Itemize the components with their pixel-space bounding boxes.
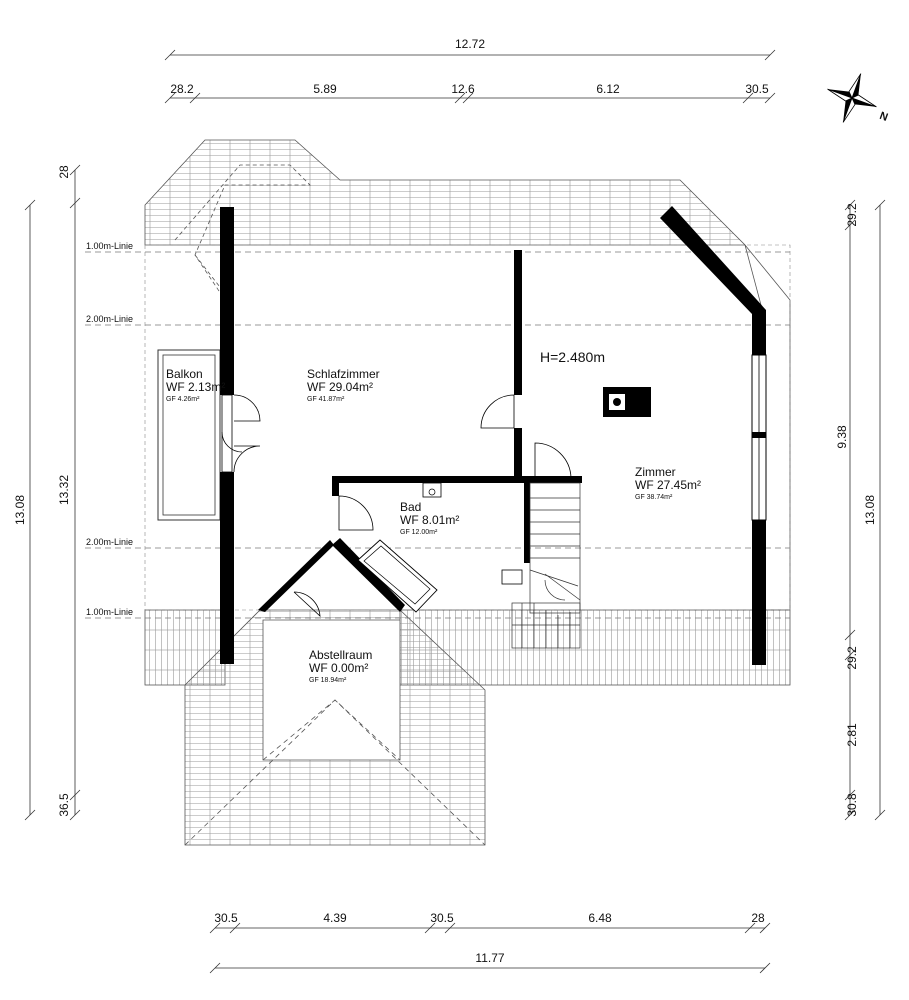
dim-top-seg-3: 12.6 [451,82,475,96]
staircase [511,482,581,649]
dim-left-outer: 13.08 [13,495,27,525]
dim-bottom-seg-5: 28 [751,911,765,925]
dimension-lines [24,49,886,974]
bathtub [357,539,438,613]
bad-wf: WF 8.01m² [400,513,459,527]
dim-left-inner: 13.32 [57,475,71,505]
toilet [501,569,523,585]
height-label: H=2.480m [540,349,605,365]
floor-outline [144,244,791,611]
balkon-name: Balkon [166,367,203,381]
dim-top-seg-1: 28.2 [170,82,194,96]
zimmer-wf: WF 27.45m² [635,478,701,492]
line-label-bottom-2m: 2.00m-Linie [86,537,133,547]
dim-top-seg-5: 30.5 [745,82,769,96]
dim-right-seg-1: 29.2 [845,203,859,227]
schlafzimmer-gf: GF 41.87m² [307,396,345,403]
dim-top-seg-2: 5.89 [313,82,337,96]
window-right [751,354,767,521]
dim-right-seg-3: 29.2 [845,646,859,670]
line-label-bottom-1m: 1.00m-Linie [86,607,133,617]
balkon-gf: GF 4.26m² [166,396,200,403]
line-label-top-1m: 1.00m-Linie [86,241,133,251]
compass-rose-icon [827,73,877,123]
height-lines [85,251,790,619]
dim-right-seg-5: 30.8 [845,793,859,817]
bad-name: Bad [400,500,421,514]
zimmer-name: Zimmer [635,465,676,479]
dim-left-top: 28 [57,165,71,179]
dim-left-bottom: 36.5 [57,793,71,817]
line-label-top-2m: 2.00m-Linie [86,314,133,324]
bad-gf: GF 12.00m² [400,529,438,536]
roof-top [144,139,746,301]
walls [220,206,766,665]
dim-bottom-seg-4: 6.48 [588,911,612,925]
dim-bottom-total: 11.77 [475,951,504,965]
schlafzimmer-wf: WF 29.04m² [307,380,373,394]
dim-bottom-seg-1: 30.5 [214,911,238,925]
compass-letter: N [878,110,890,124]
chimney [603,387,651,417]
balcony [157,349,221,521]
abstellraum-wf: WF 0.00m² [309,661,368,675]
roof-dormer [184,609,486,846]
dim-top-total: 12.72 [455,37,485,51]
dim-bottom-seg-3: 30.5 [430,911,454,925]
dim-right-seg-2: 9.38 [835,425,849,449]
schlafzimmer-name: Schlafzimmer [307,367,380,381]
dim-bottom-seg-2: 4.39 [323,911,347,925]
abstellraum-gf: GF 18.94m² [309,677,347,684]
dim-right-total: 13.08 [863,495,877,525]
balkon-wf: WF 2.13m² [166,380,225,394]
doors [221,394,572,617]
abstellraum-name: Abstellraum [309,648,372,662]
dim-right-seg-4: 2.81 [845,723,859,747]
sink [422,482,442,498]
zimmer-gf: GF 38.74m² [635,494,673,501]
dim-top-seg-4: 6.12 [596,82,620,96]
